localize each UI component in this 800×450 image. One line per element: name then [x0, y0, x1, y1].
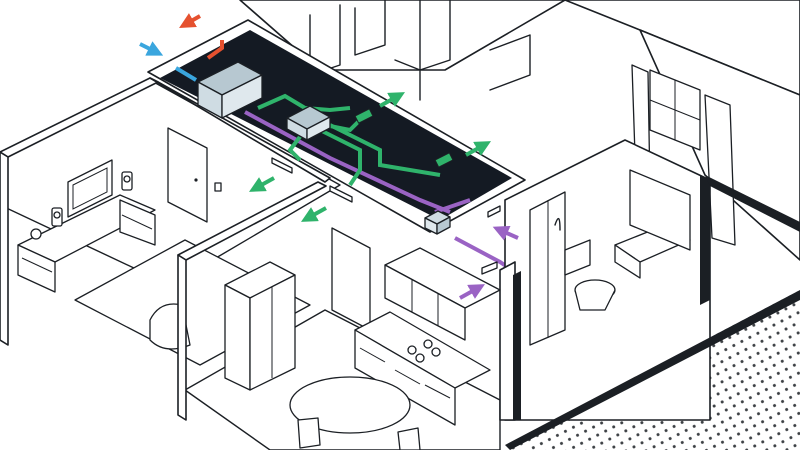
- extract-arrow-kitchen: [459, 284, 485, 300]
- chair-1: [297, 417, 321, 449]
- supply-arrow-hall: [379, 92, 405, 108]
- extract-arrow-bath: [492, 225, 519, 241]
- extract-duct-branch: [434, 198, 471, 214]
- supply-duct-c: [329, 123, 441, 177]
- intake-arrow: [139, 41, 164, 56]
- supply-grille-top: [354, 108, 374, 124]
- hob-2: [423, 339, 433, 349]
- intake-duct: [174, 66, 198, 82]
- toilet-tank: [564, 239, 591, 276]
- supply-grille-right: [434, 152, 454, 168]
- hob-4: [431, 347, 441, 357]
- supply-duct-b: [319, 128, 362, 187]
- flow-arrows: [139, 13, 519, 300]
- left-walls: [0, 77, 331, 366]
- grille-bedroom: [271, 157, 293, 174]
- monitor: [67, 159, 113, 218]
- silencer: [286, 105, 331, 141]
- supply-arrow-bedroom: [249, 176, 275, 192]
- hob-1: [407, 345, 417, 355]
- grille-living: [329, 185, 353, 203]
- bathroom: [499, 139, 711, 421]
- bath-mirror: [629, 169, 691, 251]
- living-door: [331, 227, 371, 331]
- heat-recovery-unit: [197, 61, 263, 119]
- chair-2: [397, 427, 421, 450]
- exhaust-duct: [206, 40, 224, 60]
- hob-3: [415, 353, 425, 363]
- grille-bathroom: [487, 205, 501, 218]
- extract-valve: [424, 210, 451, 235]
- front-walls: [505, 175, 800, 450]
- grille-kitchen: [481, 261, 498, 275]
- exhaust-arrow: [179, 13, 201, 28]
- extract-duct-main: [244, 110, 451, 214]
- supply-arrow-back: [465, 141, 491, 157]
- dining-table: [289, 376, 411, 434]
- supply-arrow-living: [301, 206, 327, 222]
- bedroom-door: [167, 127, 208, 223]
